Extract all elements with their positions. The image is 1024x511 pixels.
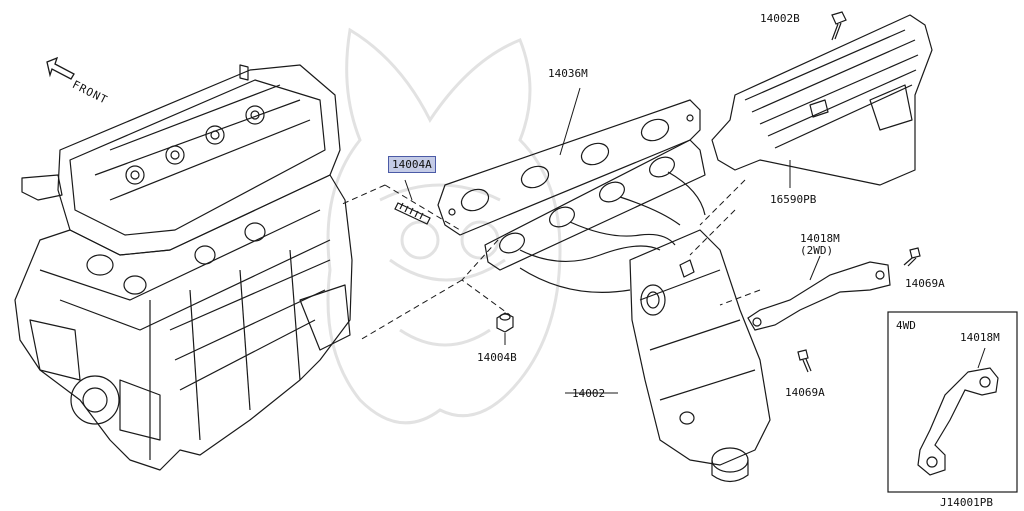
front-arrow-icon xyxy=(46,56,75,80)
exhaust-manifold-14002 xyxy=(484,139,771,483)
engine-block-drawing xyxy=(14,64,353,471)
bolt-14069a-upper xyxy=(903,247,921,267)
callout-14004b[interactable]: 14004B xyxy=(477,351,517,364)
bolt-14069a-lower xyxy=(797,349,812,373)
diagram-code: J14001PB xyxy=(940,496,993,509)
inset-4wd-frame xyxy=(887,311,1018,493)
callout-14002b[interactable]: 14002B xyxy=(760,12,800,25)
note-2wd: (2WD) xyxy=(800,244,834,257)
callout-14004a-highlighted[interactable]: 14004A xyxy=(388,156,436,173)
bolt-14002b xyxy=(831,11,847,41)
leader-lines xyxy=(339,179,761,341)
callout-14018m-4wd[interactable]: 14018M xyxy=(960,331,1000,344)
heat-shield-16590pb xyxy=(711,14,933,188)
callout-14069a-lower[interactable]: 14069A xyxy=(785,386,825,399)
nut-14004b xyxy=(496,312,514,345)
bracket-14018m-2wd xyxy=(747,255,891,331)
stud-14004a xyxy=(394,179,431,225)
inset-title-4wd: 4WD xyxy=(896,319,916,332)
callout-14069a-upper[interactable]: 14069A xyxy=(905,277,945,290)
callout-14018m-2wd[interactable]: 14018M xyxy=(800,232,840,245)
callout-16590pb[interactable]: 16590PB xyxy=(770,193,817,206)
callout-14002[interactable]: 14002 xyxy=(572,387,606,400)
callout-14036m[interactable]: 14036M xyxy=(548,67,588,80)
watermark-logo xyxy=(326,27,562,425)
